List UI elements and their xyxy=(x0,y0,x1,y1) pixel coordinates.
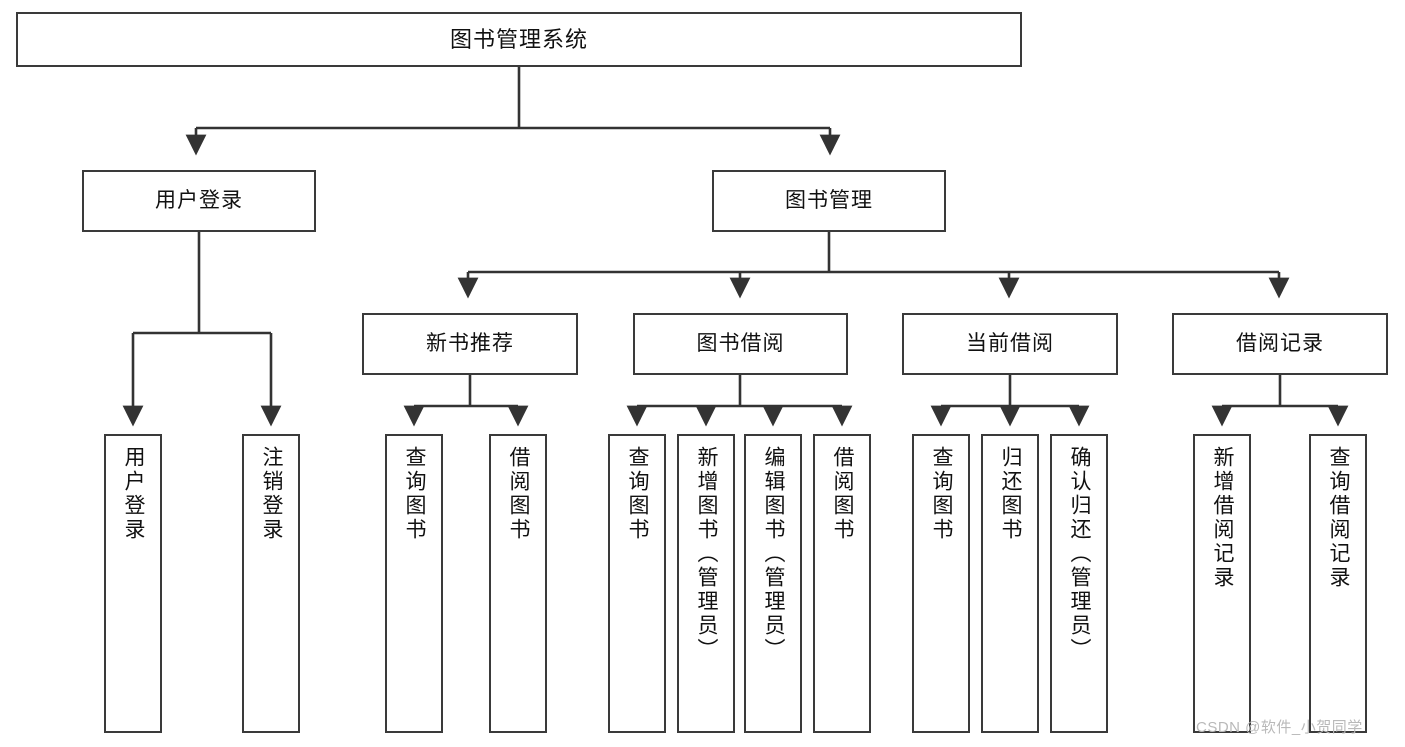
node-leaf-query-book-borrow[interactable]: 查询图书 xyxy=(608,434,666,733)
node-leaf-query-borrow-record[interactable]: 查询借阅记录 xyxy=(1309,434,1367,733)
node-label: 当前借阅 xyxy=(966,331,1054,355)
csdn-watermark: CSDN @软件_小贺同学 xyxy=(1196,719,1363,736)
node-book-borrow[interactable]: 图书借阅 xyxy=(633,313,848,375)
node-current-borrow[interactable]: 当前借阅 xyxy=(902,313,1118,375)
node-user-login[interactable]: 用户登录 xyxy=(82,170,316,232)
node-leaf-borrow-book[interactable]: 借阅图书 xyxy=(813,434,871,733)
node-leaf-add-book-admin[interactable]: 新增图书（管理员） xyxy=(677,434,735,733)
node-label: 借阅图书 xyxy=(507,446,531,542)
node-label: 查询图书 xyxy=(403,446,427,542)
node-label: 新增图书（管理员） xyxy=(695,446,719,662)
node-label: 新增借阅记录 xyxy=(1211,446,1235,590)
node-label: 新书推荐 xyxy=(426,331,514,355)
node-borrow-record[interactable]: 借阅记录 xyxy=(1172,313,1388,375)
node-leaf-add-borrow-record[interactable]: 新增借阅记录 xyxy=(1193,434,1251,733)
node-book-management[interactable]: 图书管理 xyxy=(712,170,946,232)
node-label: 借阅记录 xyxy=(1236,331,1324,355)
node-label: 借阅图书 xyxy=(831,446,855,542)
node-leaf-logout[interactable]: 注销登录 xyxy=(242,434,300,733)
node-root-book-management-system[interactable]: 图书管理系统 xyxy=(16,12,1022,67)
node-label: 注销登录 xyxy=(260,446,284,542)
node-label: 用户登录 xyxy=(155,188,243,212)
node-leaf-user-login[interactable]: 用户登录 xyxy=(104,434,162,733)
node-leaf-query-book-current[interactable]: 查询图书 xyxy=(912,434,970,733)
node-leaf-confirm-return-admin[interactable]: 确认归还（管理员） xyxy=(1050,434,1108,733)
node-new-book-recommend[interactable]: 新书推荐 xyxy=(362,313,578,375)
node-label: 查询图书 xyxy=(930,446,954,542)
node-leaf-return-book[interactable]: 归还图书 xyxy=(981,434,1039,733)
node-label: 图书管理 xyxy=(785,188,873,212)
node-label: 查询借阅记录 xyxy=(1327,446,1351,590)
node-label: 查询图书 xyxy=(626,446,650,542)
node-leaf-borrow-book-recommend[interactable]: 借阅图书 xyxy=(489,434,547,733)
node-label: 用户登录 xyxy=(122,446,146,542)
node-leaf-query-book-recommend[interactable]: 查询图书 xyxy=(385,434,443,733)
node-label: 图书借阅 xyxy=(696,331,785,355)
node-label: 归还图书 xyxy=(999,446,1023,542)
node-label: 图书管理系统 xyxy=(449,26,588,52)
node-leaf-edit-book-admin[interactable]: 编辑图书（管理员） xyxy=(744,434,802,733)
node-label: 确认归还（管理员） xyxy=(1068,446,1092,662)
node-label: 编辑图书（管理员） xyxy=(762,446,786,662)
